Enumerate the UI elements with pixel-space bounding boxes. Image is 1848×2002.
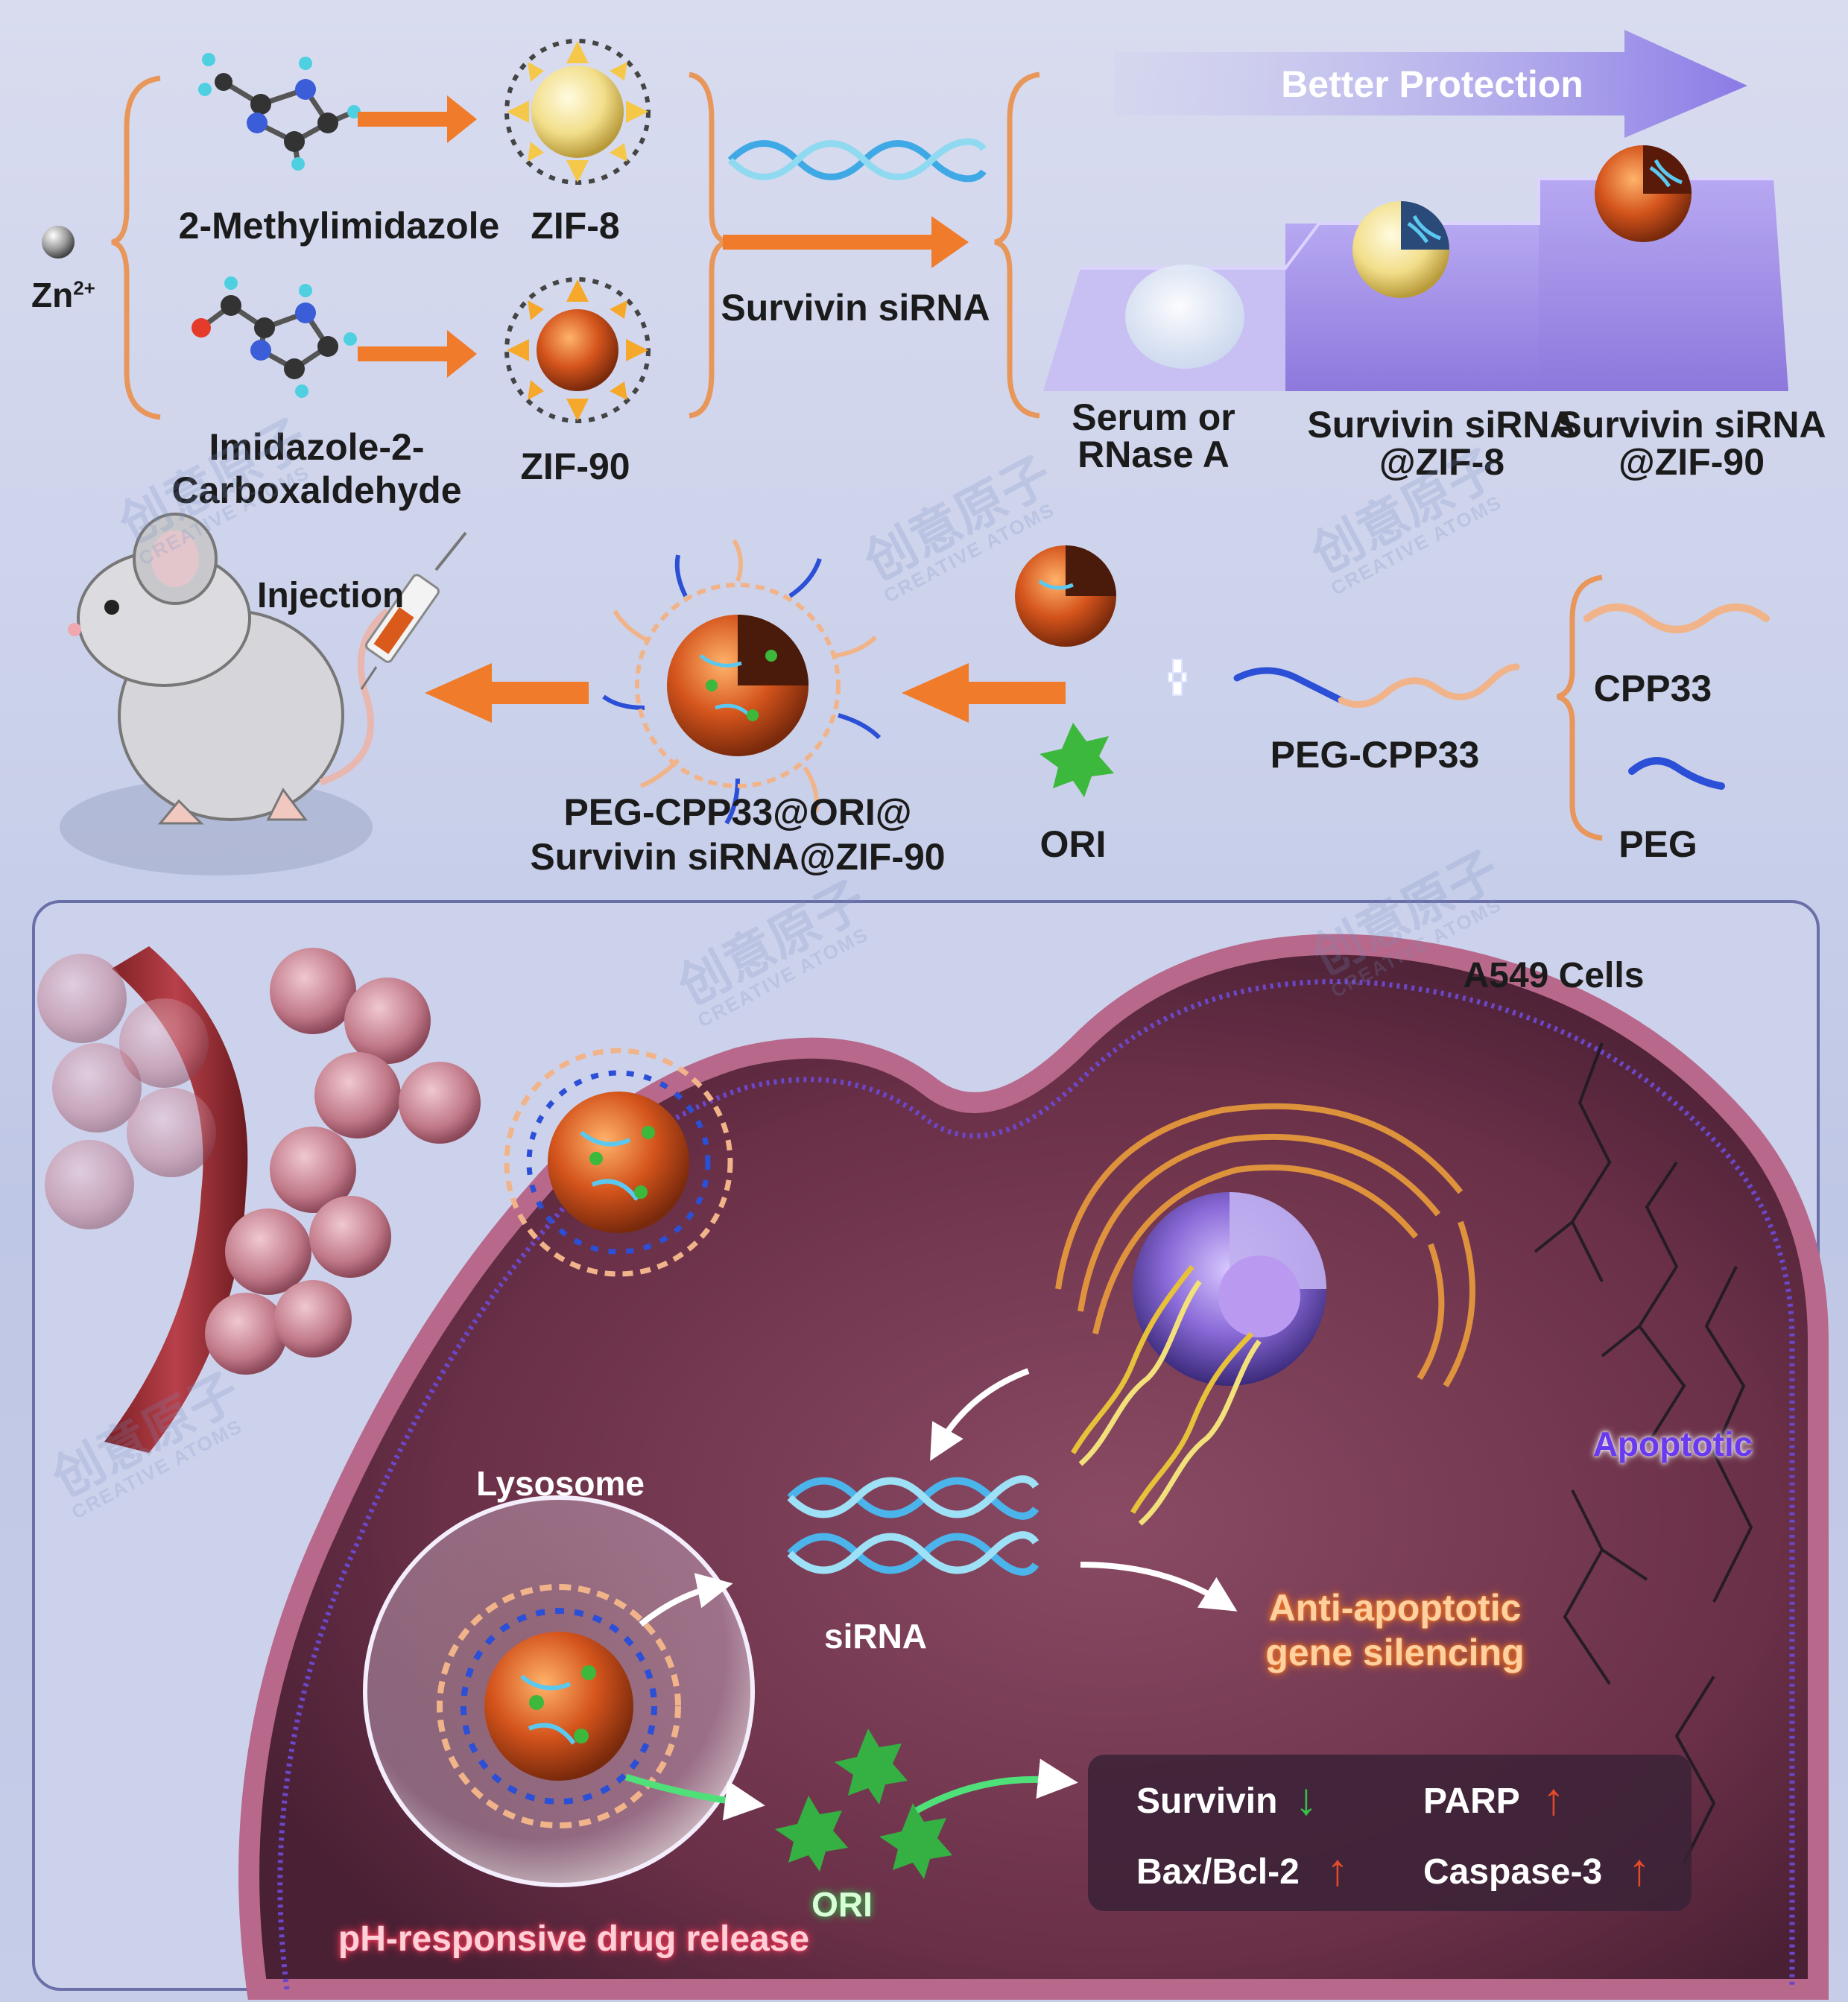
arrow-to-zif8	[358, 95, 477, 143]
marker-parp-label: PARP	[1423, 1781, 1520, 1821]
arrow-to-nanoparticle	[902, 663, 1066, 723]
silencing-label-line2: gene silencing	[1265, 1632, 1525, 1673]
methylimidazole-molecule-icon	[198, 53, 361, 171]
zinc-ion-charge: 2+	[73, 276, 95, 300]
plus-sign	[1168, 659, 1187, 696]
step-3	[1539, 179, 1788, 391]
ligand-1-label: 2-Methylimidazole	[178, 205, 500, 247]
zif8-particle-icon	[504, 39, 651, 185]
marker-survivin-label: Survivin	[1136, 1781, 1278, 1821]
marker-box	[1088, 1755, 1692, 1911]
ori-drug-icon	[1040, 723, 1114, 797]
step-1-label-line2: RNase A	[1078, 434, 1230, 475]
arrow-to-sirna	[930, 1368, 1030, 1461]
arrow-to-zif90	[358, 330, 477, 378]
arrow-lysosome-to-ori	[624, 1773, 765, 1821]
arrow-lysosome-to-sirna	[639, 1573, 733, 1627]
step-3-label-line2: @ZIF-90	[1618, 441, 1765, 483]
carboxaldehyde-molecule-icon	[192, 276, 357, 398]
ori-label: ORI	[1040, 823, 1107, 865]
marker-caspase3-label: Caspase-3	[1423, 1852, 1603, 1892]
mouse-icon	[60, 513, 390, 875]
serum-blob-icon	[1125, 264, 1244, 369]
final-nanoparticle-icon	[602, 539, 882, 825]
peg-cpp33-chain-icon	[1233, 663, 1520, 709]
down-arrow-icon: ↓	[1295, 1774, 1317, 1824]
zinc-ion-label: Zn2+	[31, 276, 95, 315]
cpp33-chain-icon	[1583, 604, 1770, 633]
better-protection-label: Better Protection	[1281, 63, 1583, 105]
ligand-2-label-line2: Carboxaldehyde	[171, 469, 462, 511]
cpp33-label: CPP33	[1593, 668, 1712, 709]
syringe-icon	[360, 531, 467, 690]
injection-label: Injection	[257, 576, 405, 615]
cell-line-label: A549 Cells	[1463, 956, 1645, 995]
sirna-zif8-sphere-icon	[1352, 201, 1449, 298]
peg-chain-icon	[1628, 757, 1725, 790]
product-label-line1: PEG-CPP33@ORI@	[563, 791, 912, 833]
protection-panel	[1043, 30, 1788, 391]
up-arrow-icon: ↑	[1628, 1845, 1651, 1895]
zinc-ion-icon	[42, 226, 75, 259]
cell-inner-membrane	[277, 979, 1795, 1990]
zif90-core-icon	[1015, 545, 1116, 647]
entering-nanoparticle-icon	[504, 1048, 733, 1277]
apoptotic-cracks	[1534, 1042, 1753, 1863]
zif90-label: ZIF-90	[520, 446, 630, 487]
up-arrow-icon: ↑	[1542, 1774, 1565, 1824]
synthesis-panel	[42, 39, 1040, 423]
up-arrow-icon: ↑	[1326, 1845, 1349, 1895]
better-protection-arrow	[1114, 30, 1747, 138]
zinc-ion-symbol: Zn	[31, 276, 74, 314]
ph-release-label: pH-responsive drug release	[338, 1919, 810, 1959]
assembly-panel	[60, 513, 1770, 875]
released-ori-label: ORI	[811, 1885, 873, 1924]
ligand-2-label-line1: Imidazole-2-	[209, 426, 425, 468]
zif90-particle-icon	[504, 277, 651, 423]
sirna-label: siRNA	[823, 1617, 928, 1656]
lysosome-label: Lysosome	[476, 1464, 645, 1503]
step-2-label-line1: Survivin siRNA	[1307, 404, 1577, 446]
step-2-label-line2: @ZIF-8	[1379, 441, 1505, 483]
arrow-to-protection	[723, 216, 969, 268]
survivin-sirna-label: Survivin siRNA	[721, 287, 990, 329]
peg-label: PEG	[1618, 823, 1697, 865]
nucleus-icon	[1133, 1192, 1326, 1386]
lysosome-icon	[363, 1495, 755, 1887]
tumor-cell-cluster	[37, 948, 481, 1375]
sirna-zif90-sphere-icon	[1595, 145, 1692, 242]
cell-panel	[32, 900, 1829, 2000]
assembly-brace	[1556, 574, 1603, 841]
sirna-helix-icon	[727, 138, 987, 183]
golgi-apparatus	[1055, 1103, 1475, 1388]
zif8-label: ZIF-8	[531, 205, 620, 247]
peg-cpp33-label: PEG-CPP33	[1270, 734, 1480, 776]
step-1-label-line1: Serum or	[1072, 396, 1235, 438]
step-3-label-line1: Survivin siRNA	[1557, 404, 1826, 446]
arrow-ori-to-markers	[914, 1758, 1078, 1813]
silencing-label-line1: Anti-apoptotic	[1268, 1587, 1522, 1629]
right-brace	[994, 72, 1040, 419]
apoptotic-label: Apoptotic	[1592, 1425, 1753, 1463]
released-ori-icon	[775, 1729, 952, 1879]
middle-brace	[689, 72, 728, 419]
sirna-duplex-icon	[787, 1475, 1040, 1576]
left-brace	[111, 75, 161, 420]
arrow-to-silencing	[1080, 1562, 1238, 1612]
mrna-helix-icon	[1070, 1264, 1262, 1526]
arrow-to-mouse	[425, 663, 589, 723]
product-label-line2: Survivin siRNA@ZIF-90	[530, 836, 946, 878]
marker-bax-bcl2-label: Bax/Bcl-2	[1136, 1852, 1300, 1892]
